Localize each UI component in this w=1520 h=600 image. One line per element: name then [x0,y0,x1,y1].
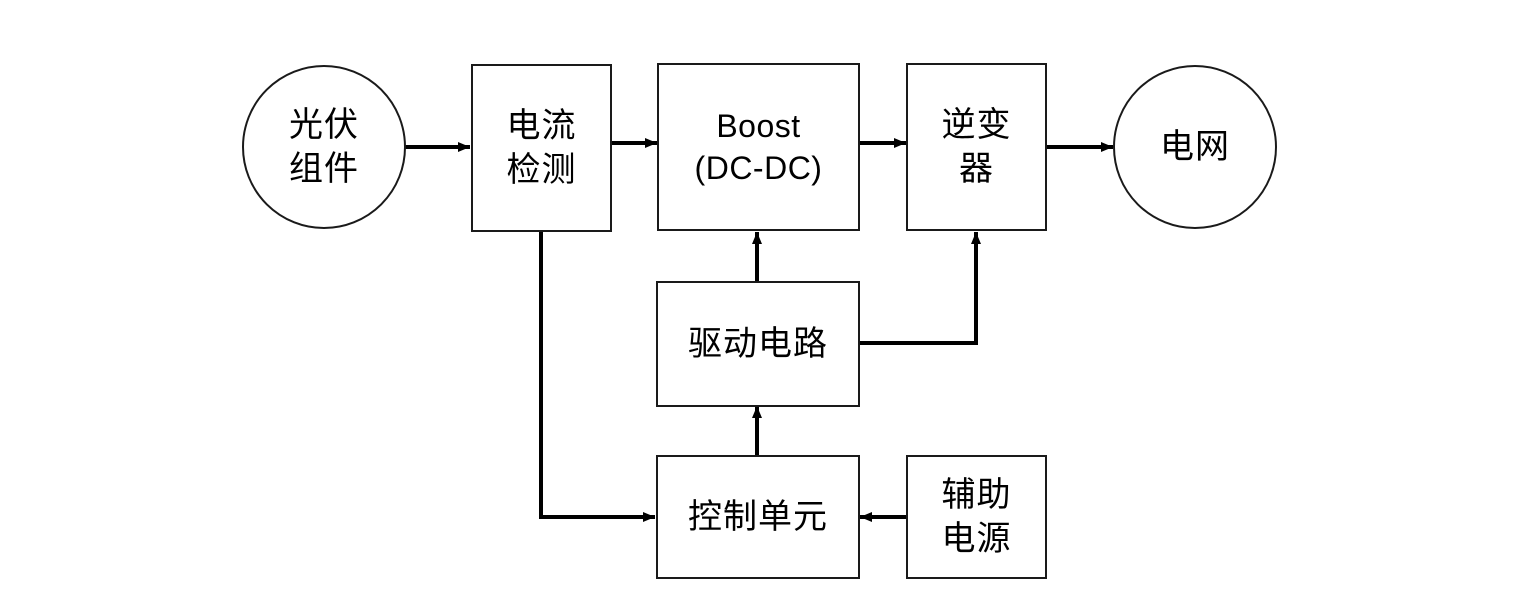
current-sense-label-line2: 检测 [506,150,577,190]
pv-module-node: 光伏 组件 [242,65,406,229]
control-unit-node: 控制单元 [656,455,860,579]
boost-label-line1: Boost [716,108,801,144]
inverter-label-line2: 器 [959,149,994,189]
boost-converter-node: Boost (DC-DC) [657,63,860,231]
grid-node: 电网 [1113,65,1277,229]
control-unit-label: 控制单元 [688,497,828,537]
arrow-driver-to-inverter [858,232,981,345]
aux-power-node: 辅助 电源 [906,455,1047,579]
inverter-node: 逆变 器 [906,63,1047,231]
inverter-label-line1: 逆变 [941,105,1012,145]
boost-label-line2: (DC-DC) [694,150,823,186]
current-sense-node: 电流 检测 [471,64,612,232]
driver-circuit-label: 驱动电路 [688,324,828,364]
pv-module-label-line2: 组件 [289,149,359,189]
aux-power-label-line2: 电源 [941,519,1012,559]
pv-module-label-line1: 光伏 [289,105,359,145]
driver-circuit-node: 驱动电路 [656,281,860,407]
aux-power-label-line1: 辅助 [941,475,1012,515]
grid-label: 电网 [1160,127,1230,167]
current-sense-label-line1: 电流 [506,106,577,146]
arrow-current-sense-to-control [539,231,655,522]
